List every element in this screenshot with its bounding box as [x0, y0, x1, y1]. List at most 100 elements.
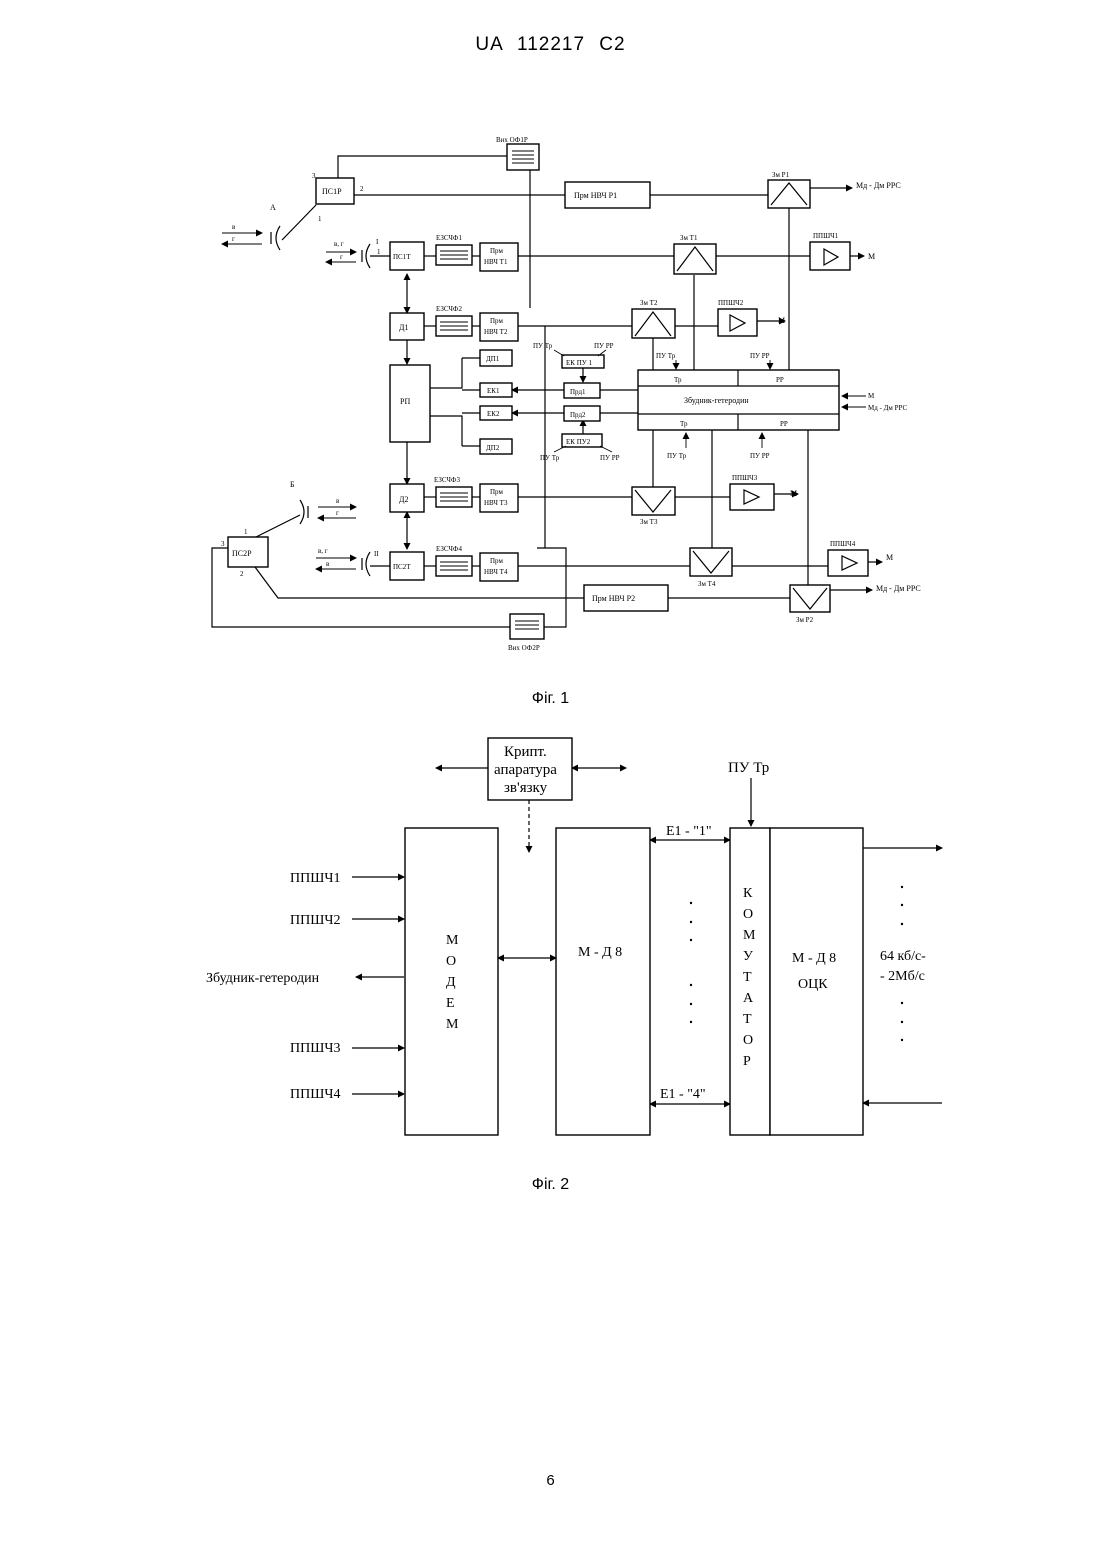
port-1-ps1t: 1 — [377, 248, 381, 256]
block-md8 — [556, 828, 650, 1135]
port-1-ps1r: 1 — [318, 215, 322, 223]
block-pshch1 — [810, 242, 850, 270]
switch-letter-7: Т — [743, 1012, 752, 1027]
label-pu-rr-exc-b: ПУ РР — [750, 452, 770, 460]
figure-2-diagram: Крипт. апаратура зв'язку М О Д Е М М - Д… — [206, 738, 942, 1135]
label-in-pshch1: ППШЧ1 — [290, 871, 340, 886]
label-rr-top: РР — [776, 376, 784, 384]
label-crypto-1: Крипт. — [504, 744, 547, 760]
label-md-dm-prs-r2: Мд - Дм РРС — [876, 584, 921, 593]
label-ek1: ЕК1 — [487, 387, 500, 395]
label-i: I — [376, 238, 379, 246]
label-in-pshch4: ППШЧ4 — [290, 1087, 340, 1102]
switch-letter-6: А — [743, 991, 754, 1006]
port-2-ps1r: 2 — [360, 185, 364, 193]
label-crypto-3: зв'язку — [504, 780, 548, 796]
modem-letter-5: М — [446, 1017, 459, 1032]
label-zm-r2: Зм Р2 — [796, 616, 814, 624]
modem-letter-4: Е — [446, 996, 455, 1011]
label-pu-tr-fig2: ПУ Тр — [728, 760, 769, 776]
modem-letter-1: М — [446, 933, 459, 948]
label-rate-2: - 2Мб/с — [880, 969, 925, 984]
antenna-a: А в г — [222, 203, 280, 250]
label-exciter: Збудник-гетеродин — [684, 396, 749, 405]
label-prm-nvch-t4-b: НВЧ Т4 — [484, 568, 508, 576]
label-prm-nvch-t1-a: Прм — [490, 247, 503, 255]
label-rr-bottom: РР — [780, 420, 788, 428]
antenna-b-label: Б — [290, 480, 295, 489]
label-pu-rr-top: ПУ РР — [594, 342, 614, 350]
antenna-i: I в, г г — [326, 238, 379, 268]
label-ek2: ЕК2 — [487, 410, 500, 418]
switch-letter-8: О — [743, 1033, 753, 1048]
block-pshch2 — [718, 309, 757, 336]
label-md8-ock-2: ОЦК — [798, 977, 828, 992]
label-d1: Д1 — [399, 323, 408, 332]
label-ps1t: ПС1Т — [393, 253, 411, 261]
label-ps2r: ПС2Р — [232, 549, 252, 558]
label-zm-t1: Зм Т1 — [680, 234, 698, 242]
label-vkh-of2r: Вих ОФ2Р — [508, 644, 540, 652]
block-vkh-of1r — [507, 144, 539, 170]
label-zm-t4: Зм Т4 — [698, 580, 716, 588]
switch-letter-3: М — [743, 928, 756, 943]
label-zm-t2: Зм Т2 — [640, 299, 658, 307]
block-vkh-of2r — [510, 614, 544, 639]
label-m-3: М — [790, 489, 797, 498]
switch-letter-9: Р — [743, 1054, 751, 1069]
label-ps1r: ПС1Р — [322, 187, 342, 196]
label-tr-top: Тр — [674, 376, 682, 384]
label-m-2: М — [778, 316, 785, 325]
page-number: 6 — [0, 1472, 1101, 1489]
label-m-4: М — [886, 553, 893, 562]
label-md-dm-prs-r1: Мд - Дм РРС — [856, 181, 901, 190]
switch-letter-2: О — [743, 907, 753, 922]
label-crypto-2: апаратура — [494, 762, 557, 778]
label-pu-tr-exc: ПУ Тр — [656, 352, 676, 360]
label-prm-nvch-t4-a: Прм — [490, 557, 503, 565]
block-zm-r2 — [790, 585, 830, 612]
switch-letter-4: У — [743, 949, 753, 964]
label-prm-nvch-t3-a: Прм — [490, 488, 503, 496]
block-pshch3 — [730, 484, 774, 510]
label-ezchf2: ЕЗСЧФ2 — [436, 305, 462, 313]
label-ii: II — [374, 550, 379, 558]
switch-letter-1: К — [743, 886, 753, 901]
figure-1-caption: Фіг. 1 — [0, 690, 1101, 708]
antenna-a-label: А — [270, 203, 276, 212]
label-pshch4: ППШЧ4 — [830, 540, 856, 548]
label-vg-ii: в, г — [318, 547, 328, 555]
label-vkh-of1r: Вих ОФ1Р — [496, 136, 528, 144]
label-ezchf4: ЕЗСЧФ4 — [436, 545, 462, 553]
antenna-b: Б в г — [290, 480, 356, 524]
port-3-ps1r: 3 — [312, 172, 316, 180]
label-ekpu2: ЕК ПУ2 — [566, 438, 591, 446]
label-prm-nvch-t2-a: Прм — [490, 317, 503, 325]
label-pshch3: ППШЧ3 — [732, 474, 758, 482]
label-ezchf3: ЕЗСЧФ3 — [434, 476, 460, 484]
label-pu-rr-exc: ПУ РР — [750, 352, 770, 360]
switch-letter-5: Т — [743, 970, 752, 985]
label-rp: РП — [400, 397, 410, 406]
label-g-b: г — [336, 509, 339, 517]
label-ekpu1: ЕК ПУ 1 — [566, 359, 592, 367]
label-d2: Д2 — [399, 495, 408, 504]
block-zm-r1 — [768, 180, 810, 208]
label-pshch2: ППШЧ2 — [718, 299, 744, 307]
label-ps2t: ПС2Т — [393, 563, 411, 571]
label-v-b: в — [336, 497, 340, 505]
label-prd1: Прд1 — [570, 388, 586, 396]
label-zm-r1: Зм Р1 — [772, 171, 790, 179]
label-prm-nvch-r1: Прм НВЧ Р1 — [574, 191, 617, 200]
label-g-i: г — [340, 253, 343, 261]
port-3-ps2r: 3 — [221, 540, 225, 548]
label-pu-tr-exc-b: ПУ Тр — [667, 452, 687, 460]
label-v-a: в — [232, 223, 236, 231]
label-md8: М - Д 8 — [578, 945, 622, 960]
label-pu-tr-bottom: ПУ Тр — [540, 454, 560, 462]
label-prm-nvch-t3-b: НВЧ Т3 — [484, 499, 508, 507]
label-dp1: ДП1 — [486, 355, 500, 363]
label-in-pshch3: ППШЧ3 — [290, 1041, 340, 1056]
label-zm-t3: Зм Т3 — [640, 518, 658, 526]
